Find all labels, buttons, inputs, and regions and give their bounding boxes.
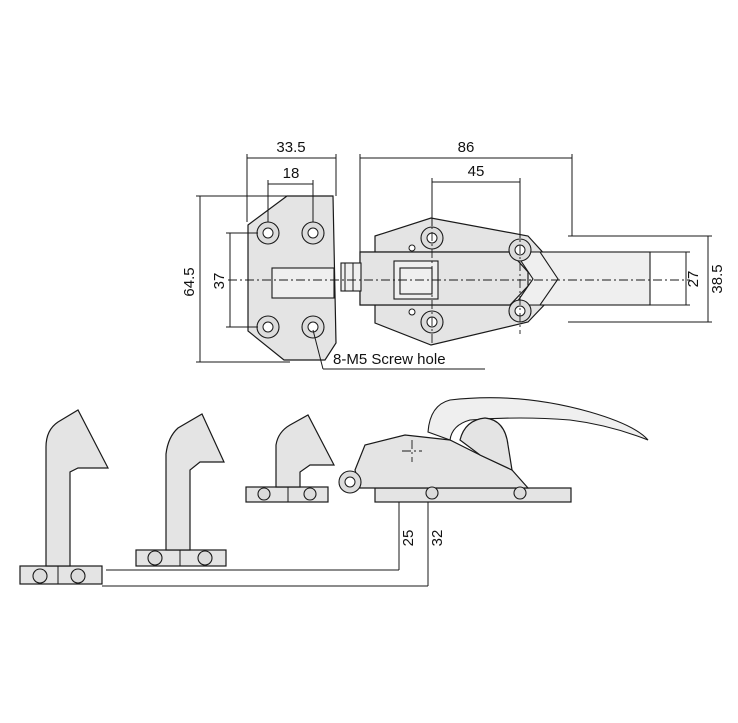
strike-tall-side-view <box>19 409 109 585</box>
dimension-label: 32 <box>429 530 446 547</box>
dimension-hole-spacing-vertical-left: 37 <box>211 232 258 328</box>
dimension-lift-small: 25 <box>106 502 417 571</box>
dimension-hole-spacing-right: 45 <box>431 163 521 238</box>
dimension-label: 64.5 <box>181 267 198 296</box>
dimension-label: 33.5 <box>276 139 305 156</box>
dimension-label: 25 <box>400 530 417 547</box>
dimension-height-left-outer: 64.5 <box>181 195 290 363</box>
dimension-label: 38.5 <box>709 264 726 293</box>
latch-body-top-view <box>340 217 651 346</box>
screw-hole-note: 8-M5 Screw hole <box>312 329 485 370</box>
screw-hole <box>301 221 325 245</box>
strike-medium-side-view <box>135 413 227 567</box>
screw-hole <box>508 299 532 323</box>
strike-short-side-view <box>245 414 335 503</box>
dimension-label: 37 <box>211 273 228 290</box>
dimension-height-right-inner: 27 <box>650 251 702 306</box>
screw-hole <box>256 315 280 339</box>
strike-plate-top-view <box>247 195 337 361</box>
dimension-width-left: 33.5 <box>246 139 337 222</box>
dimension-width-right: 86 <box>359 139 573 252</box>
screw-hole <box>256 221 280 245</box>
dimension-label: 86 <box>458 139 475 156</box>
dimension-lift-large: 32 <box>102 502 446 587</box>
latch-side-view <box>338 397 649 503</box>
dimension-hole-spacing-left: 18 <box>267 165 314 222</box>
screw-hole <box>301 315 325 339</box>
dimension-label: 18 <box>283 165 300 182</box>
dimension-height-right-outer: 38.5 <box>568 235 726 323</box>
screw-hole-label: 8-M5 Screw hole <box>333 351 446 368</box>
dimension-label: 27 <box>685 271 702 288</box>
dimension-label: 45 <box>468 163 485 180</box>
